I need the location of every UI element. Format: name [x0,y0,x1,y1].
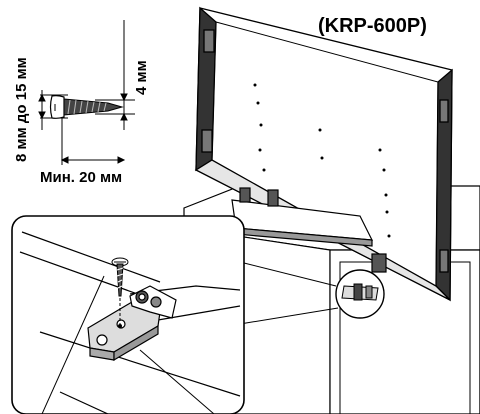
bracket-icon [87,285,177,362]
screw-icon [49,95,124,119]
magnified-bracket-small [341,283,379,301]
head-range-label: 8 мм до 15 мм [13,57,30,162]
leader-lines [239,261,339,325]
min-length-label: Мин. 20 мм [40,169,122,186]
model-label: (KRP-600P) [318,15,427,37]
detail-inset [11,215,245,414]
thread-diameter-label: 4 мм [133,60,150,95]
screw-icon [111,257,129,328]
screw-dimension-diagram [38,20,135,165]
